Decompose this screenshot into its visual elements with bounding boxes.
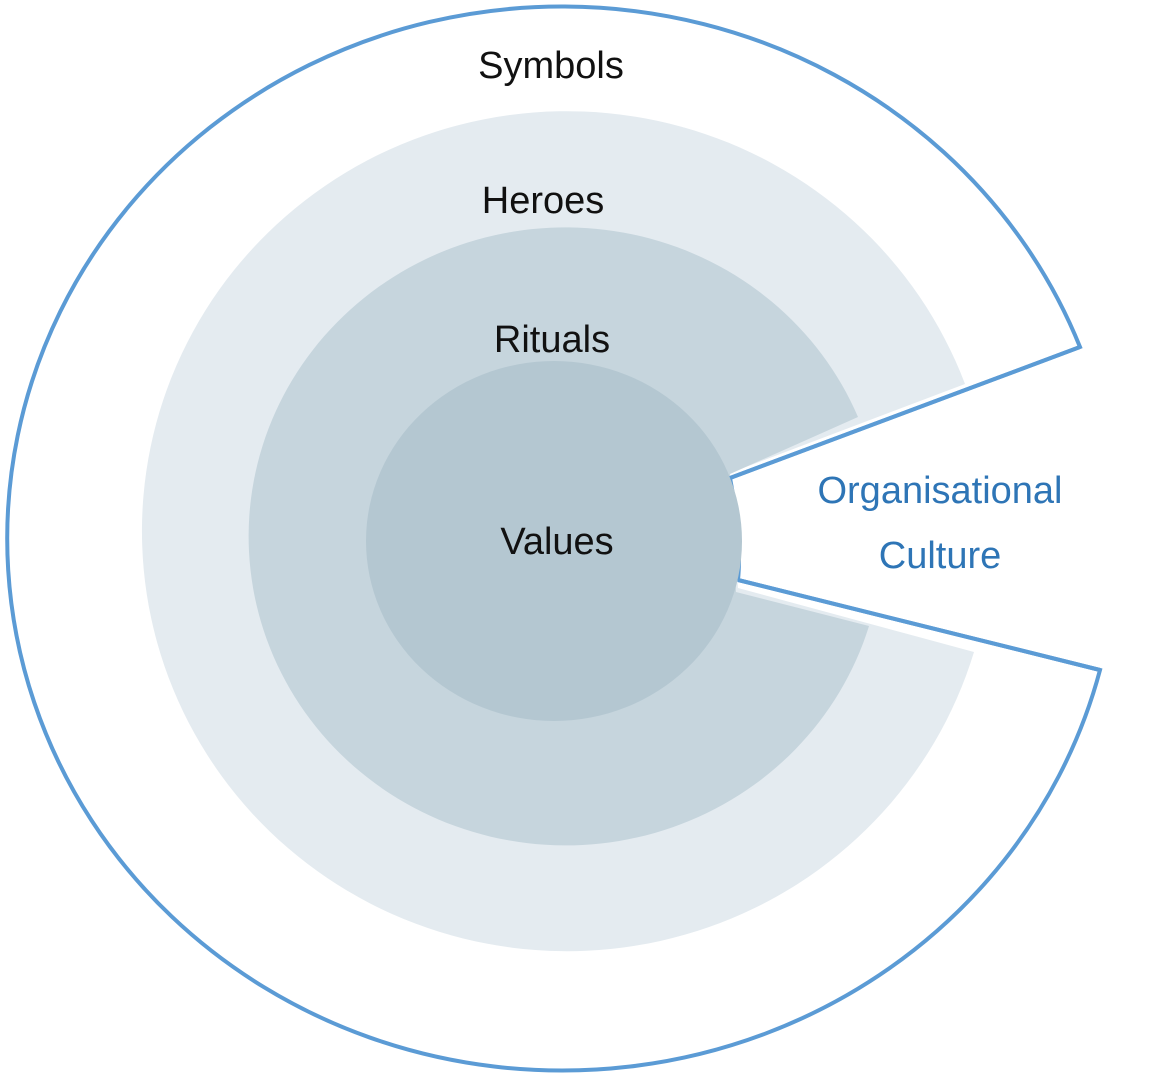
wedge-lower-edge: [737, 578, 1101, 672]
caption-line-2: Culture: [879, 535, 1002, 577]
rituals-label: Rituals: [494, 319, 610, 361]
heroes-label: Heroes: [482, 180, 605, 222]
wedge-upper-edge: [729, 345, 1081, 480]
caption-line-1: Organisational: [817, 470, 1062, 512]
values-core: [366, 361, 742, 721]
values-label: Values: [500, 521, 613, 563]
symbols-label: Symbols: [478, 45, 624, 87]
